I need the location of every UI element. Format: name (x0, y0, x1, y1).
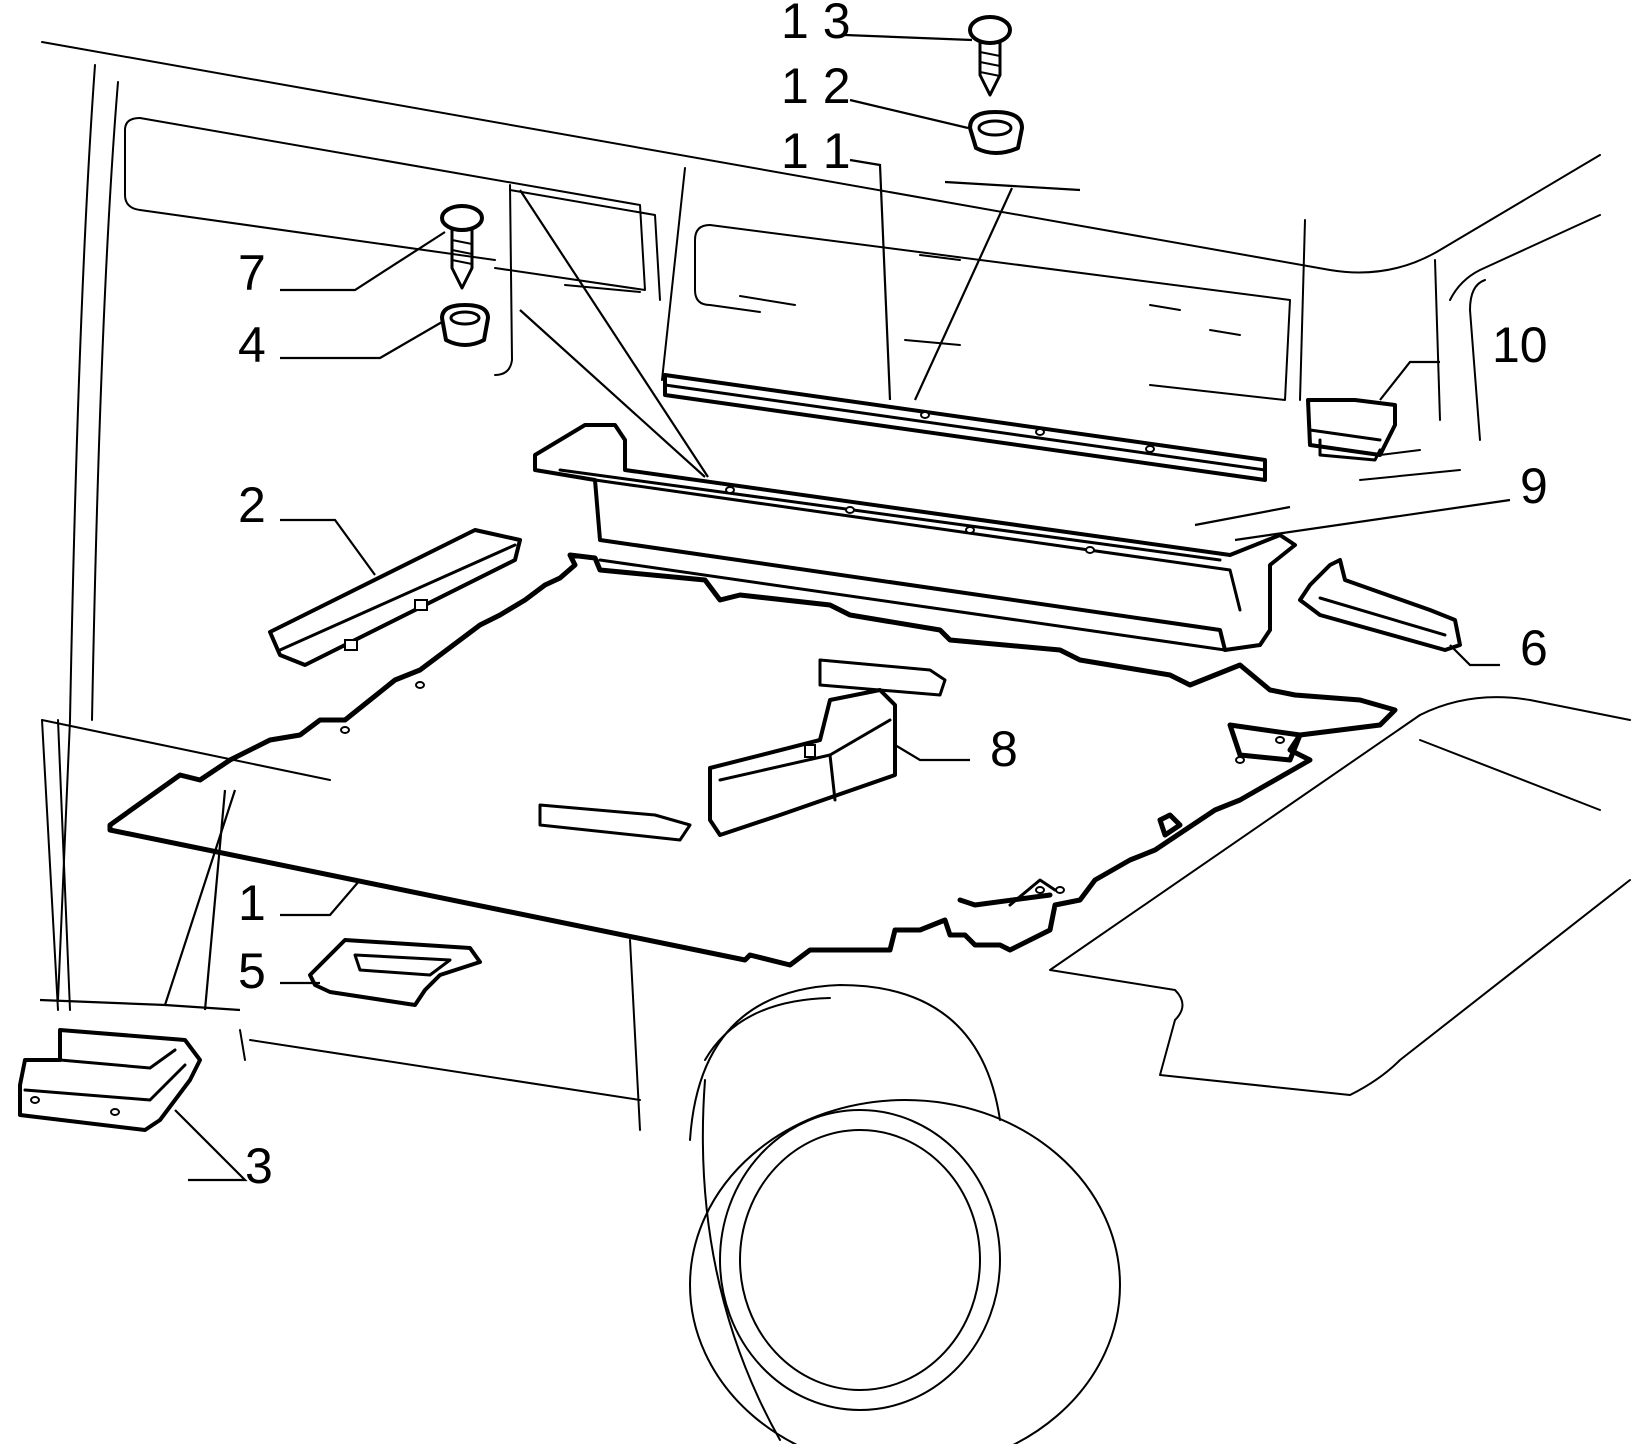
callout-5: 5 (238, 943, 266, 999)
cap-4-icon (440, 303, 490, 347)
left-trim-strip (268, 528, 522, 667)
floor-vent-frame (308, 938, 482, 1007)
luggage-tray (533, 423, 1297, 652)
right-trim-piece (1298, 558, 1462, 652)
callout-7: 7 (238, 245, 266, 301)
callout-13: 1 3 (781, 0, 851, 49)
callout-8: 8 (990, 721, 1018, 777)
right-rear-clip (1306, 398, 1397, 462)
center-bracket (708, 688, 897, 837)
screw-7-icon (440, 204, 484, 290)
screw-13-icon (968, 15, 1012, 97)
step-frame (18, 1028, 202, 1132)
cap-12-icon (968, 110, 1024, 155)
callout-6: 6 (1520, 620, 1548, 676)
callout-1: 1 (238, 875, 266, 931)
rail-strip (663, 373, 1267, 482)
leader-lines (39, 33, 1511, 1182)
callout-2: 2 (238, 477, 266, 533)
callout-4: 4 (238, 317, 266, 373)
callout-11: 1 1 (781, 123, 851, 179)
callout-3: 3 (245, 1138, 273, 1194)
callout-labels: 1 3 1 2 1 1 7 4 10 2 9 6 8 1 5 3 (238, 0, 1548, 1194)
callout-9: 9 (1520, 458, 1548, 514)
floor-mat (107, 552, 1398, 968)
vehicle-body (41, 41, 1631, 1444)
callout-12: 1 2 (781, 58, 851, 114)
callout-10: 10 (1492, 317, 1548, 373)
